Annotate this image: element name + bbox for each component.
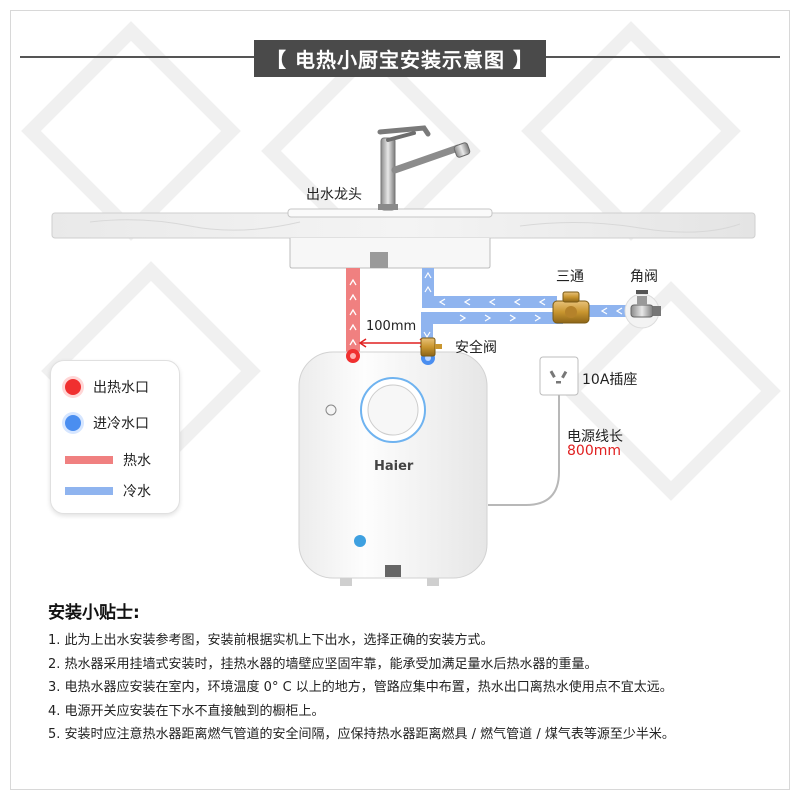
legend-item-cold-water: 冷水 — [65, 481, 151, 501]
brand-logo: Haier — [374, 459, 414, 474]
tip-item: 3. 电热水器应安装在室内，环境温度 0° C 以上的地方，管路应集中布置，热水… — [48, 680, 673, 695]
page-title: 【 电热小厨宝安装示意图 】 — [254, 39, 546, 77]
angle-valve-label: 角阀 — [630, 269, 658, 285]
tip-item: 5. 安装时应注意热水器距离燃气管道的安全间隔，应保持热水器距离燃具 / 燃气管… — [48, 727, 675, 742]
cold-inlet-dot — [65, 415, 81, 431]
legend-item-cold-inlet: 进冷水口 — [65, 413, 149, 433]
angle-valve — [624, 290, 661, 329]
distance-marker — [358, 338, 428, 348]
legend-label: 出热水口 — [93, 380, 149, 396]
legend-label: 进冷水口 — [93, 416, 149, 432]
power-socket — [539, 356, 579, 396]
tee-label: 三通 — [556, 269, 584, 285]
water-heater — [298, 337, 488, 586]
hot-pipe-swatch — [65, 456, 113, 464]
title-rule-left — [20, 56, 260, 58]
legend-item-hot-water: 热水 — [65, 450, 151, 470]
power-cable — [488, 395, 560, 506]
tip-item: 1. 此为上出水安装参考图，安装前根据实机上下出水，选择正确的安装方式。 — [48, 633, 494, 648]
socket-label-text: 10A插座 — [582, 372, 638, 388]
cable-length: 800mm — [567, 443, 621, 459]
title-bar: 【 电热小厨宝安装示意图 】 — [0, 38, 800, 78]
hot-water-pipe — [346, 268, 360, 354]
legend-item-hot-outlet: 出热水口 — [65, 377, 149, 397]
installation-tips: 安装小贴士: 1. 此为上出水安装参考图，安装前根据实机上下出水，选择正确的安装… — [48, 598, 768, 747]
tips-title: 安装小贴士: — [48, 603, 140, 623]
hot-outlet-dot — [65, 379, 81, 395]
cold-pipe-swatch — [65, 487, 113, 495]
legend: 出热水口 进冷水口 热水 冷水 — [50, 360, 180, 514]
outer-frame — [10, 10, 790, 790]
faucet-label: 出水龙头 — [306, 187, 362, 203]
socket-label: 10A插座 — [582, 369, 637, 389]
legend-label: 热水 — [123, 453, 151, 469]
tee-fitting — [552, 291, 590, 324]
sink-basin — [287, 208, 493, 269]
distance-label: 100mm — [366, 319, 417, 334]
tip-item: 4. 电源开关应安装在下水不直接触到的橱柜上。 — [48, 703, 325, 719]
safety-valve-label: 安全阀 — [455, 340, 497, 356]
faucet — [377, 125, 471, 211]
cable-label: 电源线长 — [567, 429, 623, 445]
title-rule-right — [540, 56, 780, 58]
legend-label: 冷水 — [123, 484, 151, 500]
tip-item: 2. 热水器采用挂墙式安装时，挂热水器的墙壁应坚固牢靠，能承受加满足量水后热水器… — [48, 656, 598, 672]
